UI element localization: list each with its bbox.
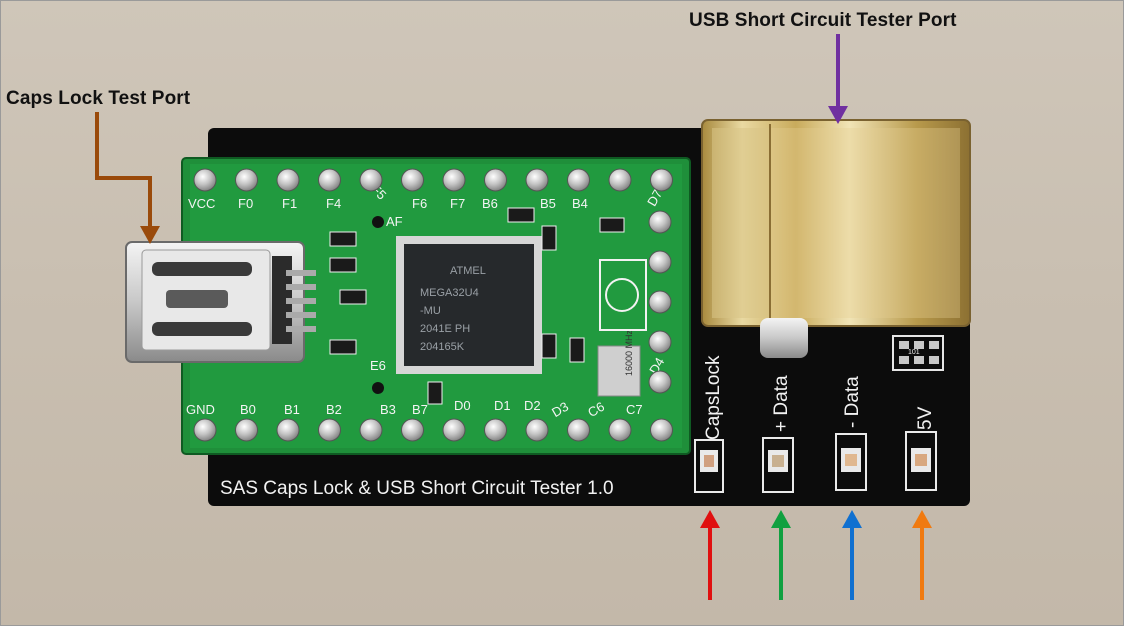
header-pin bbox=[650, 168, 673, 192]
svg-text:B0: B0 bbox=[240, 402, 256, 417]
led-label-5v: 5V bbox=[915, 406, 936, 430]
header-pin bbox=[648, 210, 672, 234]
svg-text:MEGA32U4: MEGA32U4 bbox=[420, 287, 479, 299]
header-pin bbox=[567, 168, 590, 192]
header-pin bbox=[648, 250, 672, 274]
svg-text:B5: B5 bbox=[540, 196, 556, 211]
svg-text:B7: B7 bbox=[412, 402, 428, 417]
header-pin bbox=[648, 290, 672, 314]
svg-text:16000 MHz: 16000 MHz bbox=[624, 329, 634, 376]
header-pin bbox=[648, 370, 672, 394]
svg-text:F0: F0 bbox=[238, 196, 253, 211]
header-pin bbox=[567, 418, 590, 442]
svg-text:ATMEL: ATMEL bbox=[450, 265, 486, 277]
svg-text:AF: AF bbox=[386, 214, 403, 229]
crystal-oscillator: 16000 MHz bbox=[597, 329, 641, 397]
led-label-capslock: CapsLock bbox=[703, 355, 724, 440]
svg-text:2041E PH: 2041E PH bbox=[420, 323, 470, 335]
header-pin bbox=[648, 330, 672, 354]
svg-text:F7: F7 bbox=[450, 196, 465, 211]
five-v-led-arrow bbox=[912, 510, 932, 600]
header-pin bbox=[401, 418, 424, 442]
capslock-led-arrow bbox=[700, 510, 720, 600]
svg-text:B3: B3 bbox=[380, 402, 396, 417]
header-pin bbox=[608, 168, 632, 192]
header-pin bbox=[359, 418, 383, 442]
led-capslock bbox=[694, 439, 724, 493]
svg-text:B2: B2 bbox=[326, 402, 342, 417]
header-pin bbox=[608, 418, 632, 442]
header-pin bbox=[359, 168, 383, 192]
led-label-plus-data: + Data bbox=[771, 375, 792, 432]
led-5v bbox=[905, 431, 937, 491]
resistor-array: 101 bbox=[892, 335, 944, 371]
led-label-minus-data: - Data bbox=[842, 376, 863, 428]
plus-data-led-arrow bbox=[771, 510, 791, 600]
header-pin bbox=[650, 418, 673, 442]
header-pin bbox=[276, 418, 300, 442]
header-pin bbox=[193, 418, 217, 442]
header-pin bbox=[235, 418, 258, 442]
svg-text:B6: B6 bbox=[482, 196, 498, 211]
svg-text:101: 101 bbox=[908, 349, 920, 356]
svg-text:C6: C6 bbox=[585, 399, 607, 420]
svg-text:E6: E6 bbox=[370, 358, 386, 373]
header-pin bbox=[276, 168, 300, 192]
board-title: SAS Caps Lock & USB Short Circuit Tester… bbox=[220, 478, 614, 499]
svg-text:F4: F4 bbox=[326, 196, 341, 211]
usb-port-arrow bbox=[828, 34, 848, 124]
usb-port-callout: USB Short Circuit Tester Port bbox=[689, 10, 957, 31]
usb-b-connector bbox=[701, 119, 971, 358]
micro-usb-connector bbox=[125, 241, 316, 363]
caps-lock-port-arrow bbox=[95, 112, 160, 244]
svg-text:D0: D0 bbox=[454, 398, 471, 413]
svg-text:D3: D3 bbox=[549, 399, 571, 420]
led-plus-data bbox=[762, 437, 794, 493]
svg-text:VCC: VCC bbox=[188, 196, 215, 211]
svg-text:B1: B1 bbox=[284, 402, 300, 417]
pin-labels-bottom: GND B0 B1 B2 B3 B7 D0 D1 D2 D3 C6 C7 bbox=[186, 398, 643, 420]
header-pins-right bbox=[648, 210, 672, 394]
svg-text:GND: GND bbox=[186, 402, 215, 417]
header-pin bbox=[318, 168, 341, 192]
header-pin bbox=[525, 418, 549, 442]
header-pin bbox=[484, 418, 507, 442]
caps-lock-port-callout: Caps Lock Test Port bbox=[6, 88, 191, 109]
svg-text:-MU: -MU bbox=[420, 305, 441, 317]
header-pin bbox=[401, 168, 424, 192]
header-pin bbox=[442, 418, 466, 442]
microcontroller-chip: ATMEL MEGA32U4 -MU 2041E PH 204165K bbox=[396, 236, 542, 374]
svg-text:F1: F1 bbox=[282, 196, 297, 211]
header-pin bbox=[525, 168, 549, 192]
svg-text:F6: F6 bbox=[412, 196, 427, 211]
svg-text:C7: C7 bbox=[626, 402, 643, 417]
header-pins-top bbox=[193, 168, 673, 192]
svg-text:D7: D7 bbox=[644, 187, 665, 209]
minus-data-led-arrow bbox=[842, 510, 862, 600]
svg-text:B4: B4 bbox=[572, 196, 588, 211]
header-pins-bottom bbox=[193, 418, 673, 442]
header-pin bbox=[442, 168, 466, 192]
header-pin bbox=[484, 168, 507, 192]
svg-text:D2: D2 bbox=[524, 398, 541, 413]
svg-text:204165K: 204165K bbox=[420, 341, 465, 353]
header-pin bbox=[318, 418, 341, 442]
header-pin bbox=[235, 168, 258, 192]
svg-text:D1: D1 bbox=[494, 398, 511, 413]
header-pin bbox=[193, 168, 217, 192]
led-minus-data bbox=[835, 433, 867, 491]
